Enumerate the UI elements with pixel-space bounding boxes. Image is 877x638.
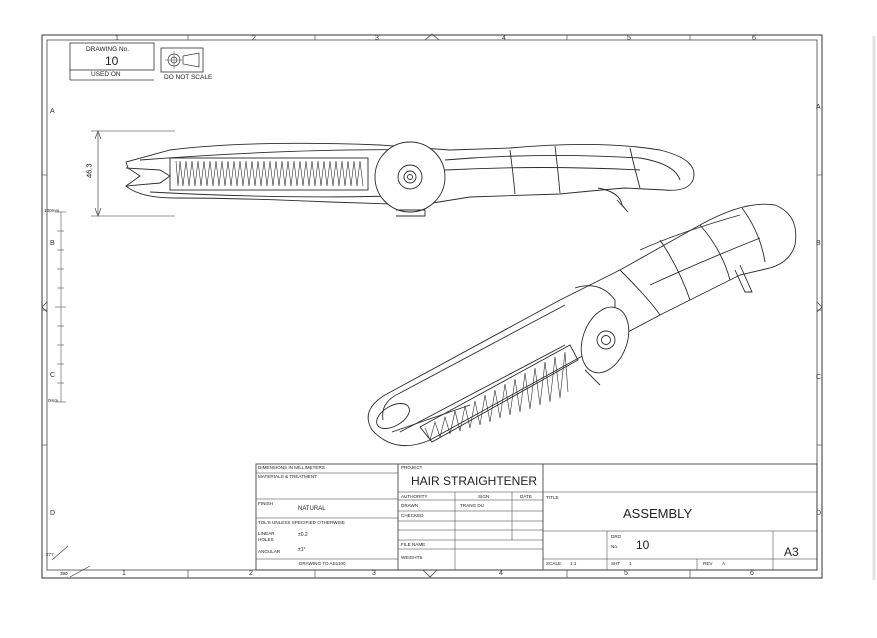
project-value: HAIR STRAIGHTENER	[411, 474, 538, 488]
centring-mark-right	[816, 301, 823, 313]
rev-value: A	[722, 561, 726, 566]
no-label: No.	[611, 544, 619, 549]
zone-number-top-6: 6	[752, 35, 756, 42]
angular-tolerance-value: ±1°	[298, 547, 306, 553]
drawing-no-value: 10	[105, 54, 119, 68]
sht-label: SHT	[611, 561, 621, 566]
title-value: ASSEMBLY	[623, 506, 693, 521]
zone-number-bottom-6: 6	[750, 570, 754, 577]
date-label: DATE	[520, 494, 532, 499]
zone-letter-left-a: A	[50, 108, 55, 115]
drawing-no-label: DRAWING No.	[86, 46, 130, 53]
title-block-lines	[255, 463, 818, 571]
materials-label: MATERIALS & TREATMENT	[258, 474, 317, 479]
drawn-sign: TRANG DU	[460, 503, 484, 508]
isometric-view	[367, 203, 797, 447]
zone-number-top-3: 3	[375, 35, 379, 42]
linear-tolerance-value: ±0.2	[298, 532, 308, 538]
tolerance-label: TOL'S UNLESS SPECIFIED OTHERWISE	[258, 520, 345, 525]
corner-277-label: 277	[46, 552, 54, 557]
weights-label: WEIGHTS	[401, 555, 423, 560]
zone-number-bottom-3: 3	[372, 570, 376, 577]
zone-number-bottom-5: 5	[624, 570, 628, 577]
zone-number-bottom-1: 1	[122, 570, 126, 577]
sht-value: 1	[629, 561, 632, 566]
drg-label: DRG	[611, 534, 622, 539]
zone-letter-left-b: B	[50, 240, 55, 247]
zone-number-bottom-4: 4	[499, 570, 503, 577]
zone-letter-right-b: B	[816, 240, 821, 247]
centring-mark-left	[41, 301, 48, 313]
drawing-standard: DRAWING TO AS1100	[299, 561, 346, 566]
zone-letter-right-d: D	[816, 510, 822, 517]
drawing-no-box	[69, 42, 155, 71]
projection-symbol	[160, 47, 204, 73]
dimensions-in-label: DIMENSIONS IN MILLIMETERS	[258, 465, 325, 470]
drg-number: 10	[636, 538, 650, 552]
checked-label: CHECKED	[401, 513, 424, 518]
zone-number-top-1: 1	[115, 35, 119, 42]
zone-letter-left-c: C	[50, 372, 56, 379]
authority-label: AUTHORITY	[401, 494, 428, 499]
holes-label: HOLES	[258, 537, 274, 542]
zone-number-bottom-2: 2	[249, 570, 253, 577]
rev-label: REV	[703, 561, 713, 566]
zone-number-top-5: 5	[627, 35, 631, 42]
outer-border	[41, 34, 823, 579]
title-label: TITLE	[546, 495, 559, 500]
inner-border	[46, 39, 818, 571]
scale-0mm-label: 0mm	[48, 398, 59, 403]
scale-ruler	[55, 211, 66, 403]
corner-390-label: 390	[60, 571, 68, 576]
finish-value: NATURAL	[298, 506, 326, 512]
used-on-label: USED ON	[91, 71, 121, 78]
zone-ticks	[42, 35, 822, 578]
sign-label: SIGN	[478, 494, 490, 499]
scale-label: SCALE	[546, 561, 562, 566]
sheet-size: A3	[784, 545, 799, 559]
finish-label: FINISH	[258, 501, 274, 506]
drawn-label: DRAWN	[401, 503, 419, 508]
angular-label: ANGULAR	[258, 549, 281, 554]
height-dimension: 46.3	[84, 163, 94, 179]
zone-letter-right-a: A	[816, 104, 821, 111]
scale-100mm-label: 100mm	[44, 208, 60, 213]
centring-mark-bottom	[422, 569, 438, 578]
side-view	[91, 130, 695, 217]
centring-mark-top	[424, 33, 440, 41]
linear-label: LINEAR	[258, 531, 275, 536]
zone-number-top-2: 2	[252, 35, 256, 42]
zone-letter-left-d: D	[50, 510, 56, 517]
zone-letter-right-c: C	[816, 374, 822, 381]
zone-number-top-4: 4	[502, 35, 506, 42]
do-not-scale-label: DO NOT SCALE	[164, 74, 213, 81]
file-name-label: FILE NAME	[401, 542, 426, 547]
scale-value: 1:1	[570, 561, 577, 566]
project-label: PROJECT	[401, 465, 423, 470]
